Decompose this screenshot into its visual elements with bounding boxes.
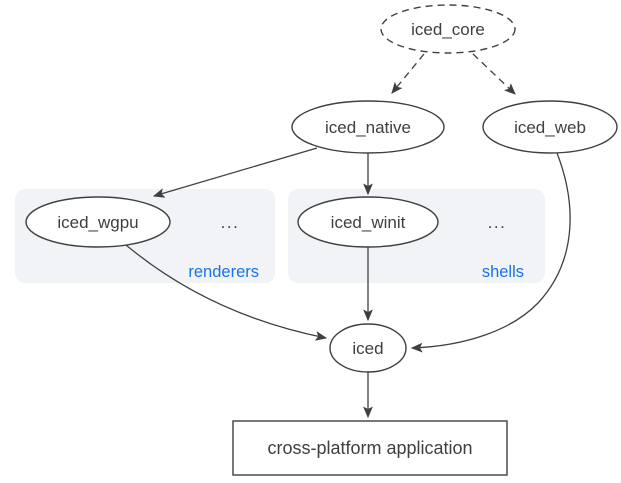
node-iced-native: iced_native [291,100,445,154]
iced-ellipse [329,323,407,373]
node-cross-platform-application: cross-platform application [232,420,508,476]
iced-wgpu-ellipse [25,196,171,248]
edge-wgpu-to-iced [125,244,328,341]
renderers-group-label: renderers [188,263,259,281]
iced-web-label: iced_web [514,118,586,137]
renderers-ellipsis: ... [221,213,240,232]
shells-group-label: shells [482,263,524,281]
iced-native-label: iced_native [325,118,411,137]
edge-native-to-wgpu [152,147,318,198]
node-iced-wgpu: iced_wgpu [25,196,171,248]
node-iced: iced [329,323,407,373]
iced-core-label: iced_core [411,20,485,39]
application-label: cross-platform application [267,438,472,458]
edge-core-to-native [391,53,425,94]
shells-ellipsis: ... [488,213,507,232]
node-iced-winit: iced_winit [297,196,439,248]
iced-native-ellipse [291,100,445,154]
iced-wgpu-label: iced_wgpu [57,213,138,232]
iced-winit-label: iced_winit [331,213,406,232]
edge-core-to-web [472,53,516,95]
edge-web-to-iced [410,152,571,353]
node-iced-web: iced_web [482,100,618,154]
iced-label: iced [352,339,383,358]
iced-winit-ellipse [297,196,439,248]
iced-core-ellipse [380,4,516,54]
application-rect [232,420,508,476]
node-iced-core: iced_core [380,4,516,54]
iced-web-ellipse [482,100,618,154]
